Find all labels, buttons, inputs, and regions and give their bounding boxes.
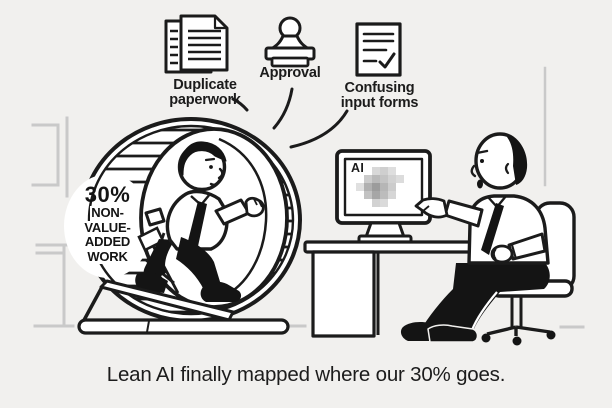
sitting-man-tie [481,203,504,255]
chair-star-legs [486,325,551,336]
front-sheet-lines [188,29,221,61]
running-man-face [204,157,224,186]
running-man-back-cuff [144,207,166,227]
sitting-man-pointing-hand [414,197,449,219]
duplicate-paperwork-label: Duplicate paperwork [169,77,241,109]
sitting-man-legs [420,263,550,331]
running-man-back-leg [143,239,175,282]
monitor [335,149,432,247]
cartoon-caption: Lean AI finally mapped where our 30% goe… [106,363,506,386]
running-man-hair [179,141,227,176]
desk-pedestal [311,250,376,338]
pixelated-data-blur [356,167,404,207]
left-bracket-shape [31,123,60,187]
sitting-man-face [470,149,510,189]
wheel-stand [77,279,290,335]
checkmark-glyph [378,52,396,69]
running-man-back-shoe [135,271,168,293]
back-sheet-lines [170,29,178,65]
running-man-tie [187,201,207,251]
duplicate-paperwork-icon [164,14,229,74]
running-man-fingers [253,198,263,208]
connector-curves [231,87,349,149]
confusing-input-forms-label: Confusing input forms [340,80,419,112]
approval-stamp-icon [264,16,316,68]
monitor-screen-label: AI [351,161,365,175]
approval-label: Approval [259,65,321,81]
running-man [135,141,265,302]
sitting-man-resting-arm [507,232,547,261]
confusing-input-forms-icon [355,22,402,77]
wheel-percent-label: 30% [84,182,131,207]
sitting-man-resting-hand [490,244,514,264]
running-man-front-leg [176,237,221,290]
sitting-man [400,132,550,343]
running-man-front-shoe [200,281,242,302]
background-fixture-lines [31,66,585,329]
sitting-man-shoe-right [427,324,479,343]
sitting-man-hair [507,136,528,185]
